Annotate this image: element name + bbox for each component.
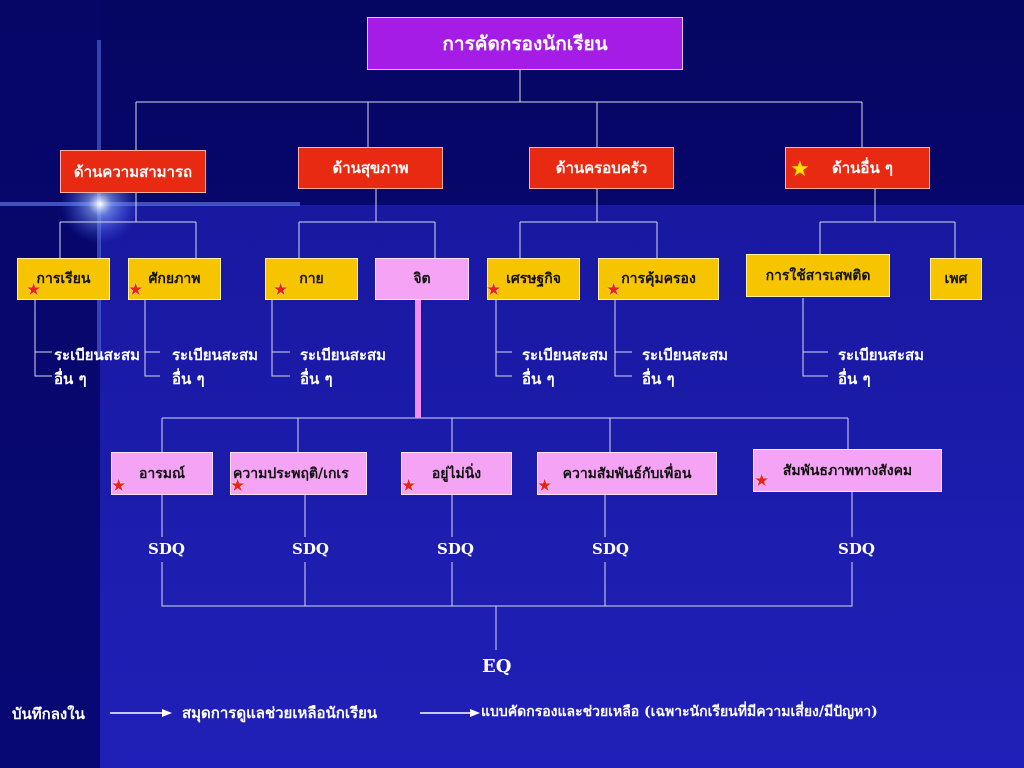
category-family-box: ด้านครอบครัว — [529, 147, 674, 189]
subitem-study-box: การเรียน — [17, 258, 110, 300]
star-icon: ★ — [606, 280, 622, 300]
subitem-protection-box: การคุ้มครอง — [598, 258, 719, 300]
note-physical: ระเบียนสะสมอื่น ๆ — [300, 346, 387, 388]
subitem-drugs-box: การใช้สารเสพติด — [746, 254, 890, 297]
star-icon: ★ — [754, 471, 770, 491]
sdq-label: SDQ — [148, 540, 185, 558]
student-care-booklet-label: สมุดการดูแลช่วยเหลือนักเรียน — [182, 704, 378, 722]
arrow-right-icon — [470, 709, 480, 717]
eq-label: EQ — [482, 656, 512, 677]
subitem-potential-box: ศักยภาพ — [128, 258, 221, 300]
mental-hyperactive-box: อยู่ไม่นิ่ง — [401, 452, 512, 495]
note-potential: ระเบียนสะสมอื่น ๆ — [172, 346, 259, 388]
screening-form-label: แบบคัดกรองและช่วยเหลือ (เฉพาะนักเรียนที่… — [481, 704, 878, 720]
note-drugs: ระเบียนสะสมอื่น ๆ — [838, 346, 925, 388]
mental-peer-box: ความสัมพันธ์กับเพื่อน — [537, 452, 717, 495]
subitem-physical-box: กาย — [265, 258, 358, 300]
star-icon: ★ — [111, 476, 127, 496]
star-icon: ★ — [273, 280, 289, 300]
arrow-right-icon — [162, 709, 172, 717]
note-economy: ระเบียนสะสมอื่น ๆ — [522, 346, 609, 388]
sdq-label: SDQ — [838, 540, 875, 558]
sdq-label: SDQ — [292, 540, 329, 558]
star-icon: ★ — [26, 280, 42, 300]
category-other-box: ด้านอื่น ๆ — [785, 147, 930, 189]
star-icon: ★ — [230, 476, 246, 496]
category-health-box: ด้านสุขภาพ — [298, 147, 443, 189]
star-icon: ★ — [128, 280, 144, 300]
star-icon: ★ — [790, 157, 810, 182]
star-icon: ★ — [486, 280, 502, 300]
mental-conduct-box: ความประพฤติ/เกเร — [230, 452, 367, 495]
sdq-label: SDQ — [437, 540, 474, 558]
category-ability-box: ด้านความสามารถ — [60, 150, 206, 193]
subitem-economy-box: เศรษฐกิจ — [487, 258, 580, 300]
mental-emotion-box: อารมณ์ — [111, 452, 213, 495]
root-screening-box: การคัดกรองนักเรียน — [367, 17, 683, 70]
subitem-sex-box: เพศ — [930, 258, 982, 300]
note-protection: ระเบียนสะสมอื่น ๆ — [642, 346, 729, 388]
mental-social-box: สัมพันธภาพทางสังคม — [753, 449, 942, 492]
star-icon: ★ — [537, 476, 553, 496]
star-icon: ★ — [401, 476, 417, 496]
record-in-label: บันทึกลงใน — [12, 705, 85, 723]
note-study: ระเบียนสะสมอื่น ๆ — [54, 346, 141, 388]
subitem-mental-box: จิต — [375, 258, 469, 300]
sdq-label: SDQ — [592, 540, 629, 558]
